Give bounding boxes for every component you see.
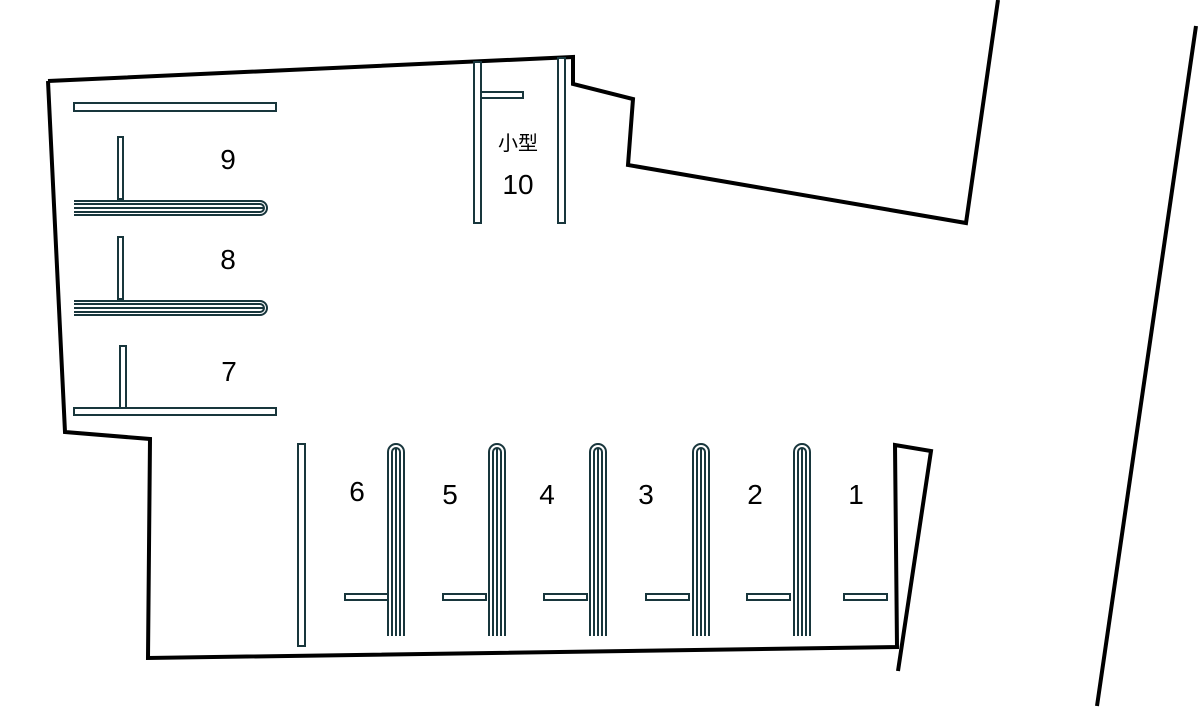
wheel-stopper-2 xyxy=(746,593,791,601)
space-label-8: 8 xyxy=(220,244,236,275)
stall-divider-7 xyxy=(73,407,277,416)
stall-10-stopper xyxy=(480,91,524,99)
stall-divider-2-1 xyxy=(793,443,811,636)
stall-10-left-bar xyxy=(473,61,482,224)
stall-marker-9 xyxy=(117,136,124,200)
stall-6-left-bar xyxy=(297,443,306,647)
wheel-stopper-4 xyxy=(543,593,588,601)
space-label-2: 2 xyxy=(747,479,763,510)
stall-dividers xyxy=(387,443,811,636)
lot-outline-left xyxy=(46,80,934,672)
space-labels: 1 2 3 4 5 6 7 8 9 小型 10 xyxy=(220,132,864,510)
wheel-stoppers xyxy=(344,593,888,601)
stall-divider-9 xyxy=(74,200,268,216)
wheel-stopper-1 xyxy=(843,593,888,601)
top-wall-bar xyxy=(73,102,277,112)
space-label-3: 3 xyxy=(638,479,654,510)
stall-divider-4-3 xyxy=(589,443,607,636)
bottom-stall-group xyxy=(297,443,888,647)
stall-10-right-bar xyxy=(557,57,566,224)
space-label-5: 5 xyxy=(442,479,458,510)
wheel-stopper-5 xyxy=(442,593,487,601)
wheel-stopper-3 xyxy=(645,593,690,601)
space-label-1: 1 xyxy=(848,479,864,510)
space-label-6: 6 xyxy=(349,476,365,507)
left-stall-group xyxy=(73,102,277,416)
space-label-10: 10 xyxy=(502,169,533,200)
road-edge-line xyxy=(1095,25,1198,707)
stall-marker-8 xyxy=(117,236,124,300)
stall-marker-7 xyxy=(119,345,127,409)
site-boundary xyxy=(46,0,1198,707)
space-10-note: 小型 xyxy=(498,132,538,155)
wheel-stopper-6 xyxy=(344,593,389,601)
stall-divider-5-4 xyxy=(488,443,506,636)
space-label-9: 9 xyxy=(220,144,236,175)
lot-outline xyxy=(47,0,1000,226)
stall-divider-8 xyxy=(74,300,268,316)
stall-divider-6-5 xyxy=(387,443,405,636)
space-label-7: 7 xyxy=(221,356,237,387)
small-stall-group xyxy=(473,57,566,224)
space-label-4: 4 xyxy=(539,479,555,510)
stall-divider-3-2 xyxy=(692,443,710,636)
